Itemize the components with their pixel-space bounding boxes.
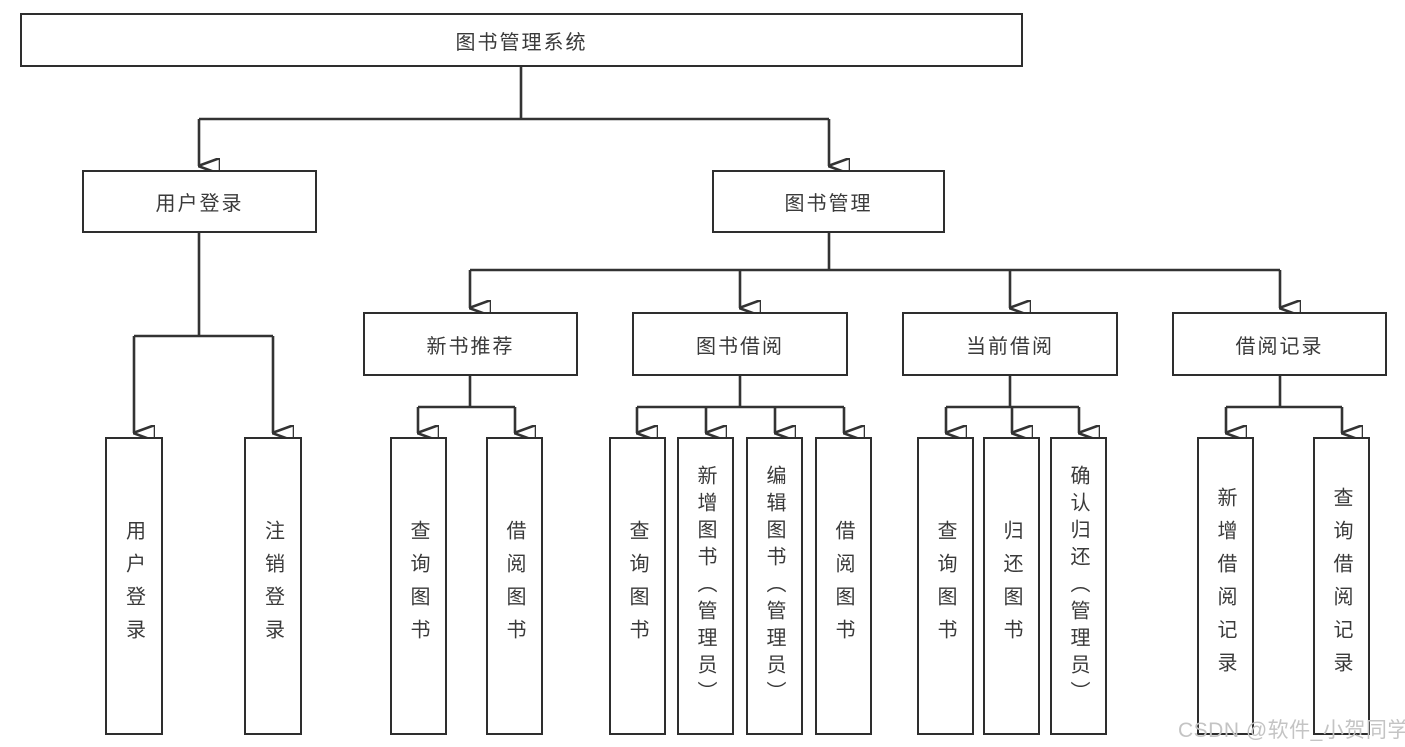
leaf-node-logout: 注销登录 [244,437,302,735]
leaf-node-edit-books-admin: 编辑图书（管理员） [746,437,803,735]
node-current-borrowing: 当前借阅 [902,312,1118,376]
node-new-book-recommend: 新书推荐 [363,312,578,376]
leaf-label: 查询图书 [407,520,429,652]
connector-new-book-split [418,376,515,409]
leaf-node-confirm-return-admin: 确认归还（管理员） [1050,437,1107,735]
leaf-label: 新增图书（管理员） [694,464,716,708]
leaf-node-query-books-recommend: 查询图书 [390,437,447,735]
connector-root-split [199,67,829,121]
node-borrowing-records: 借阅记录 [1172,312,1387,376]
node-user-login: 用户登录 [82,170,317,233]
node-book-borrowing: 图书借阅 [632,312,848,376]
leaf-node-borrow-books-recommend: 借阅图书 [486,437,543,735]
root-node-library-system: 图书管理系统 [20,13,1023,67]
leaf-label: 确认归还（管理员） [1067,464,1089,708]
leaf-node-query-books-borrow: 查询图书 [609,437,666,735]
leaf-node-return-books: 归还图书 [983,437,1040,735]
leaf-node-query-books-current: 查询图书 [917,437,974,735]
leaf-label: 查询借阅记录 [1330,487,1352,685]
connector-current-borrow-split [946,376,1079,409]
leaf-node-query-borrow-record: 查询借阅记录 [1313,437,1370,735]
leaf-label: 查询图书 [626,520,648,652]
csdn-watermark: CSDN @软件_小贺同学 [1178,719,1405,742]
connector-book-borrow-split [637,376,844,409]
leaf-label: 编辑图书（管理员） [763,464,785,708]
leaf-node-add-books-admin: 新增图书（管理员） [677,437,734,735]
leaf-node-user-login: 用户登录 [105,437,163,735]
connector-borrow-record-split [1226,376,1342,409]
leaf-node-borrow-books: 借阅图书 [815,437,872,735]
connector-user-login-split [134,233,273,338]
node-book-management: 图书管理 [712,170,945,233]
leaf-label: 用户登录 [122,520,145,652]
leaf-label: 注销登录 [261,520,284,652]
leaf-label: 借阅图书 [503,520,525,652]
leaf-label: 查询图书 [934,520,956,652]
leaf-label: 借阅图书 [832,520,854,652]
leaf-label: 新增借阅记录 [1214,487,1236,685]
connector-book-management-split [470,233,1280,272]
leaf-node-add-borrow-record: 新增借阅记录 [1197,437,1254,735]
leaf-label: 归还图书 [1000,520,1022,652]
